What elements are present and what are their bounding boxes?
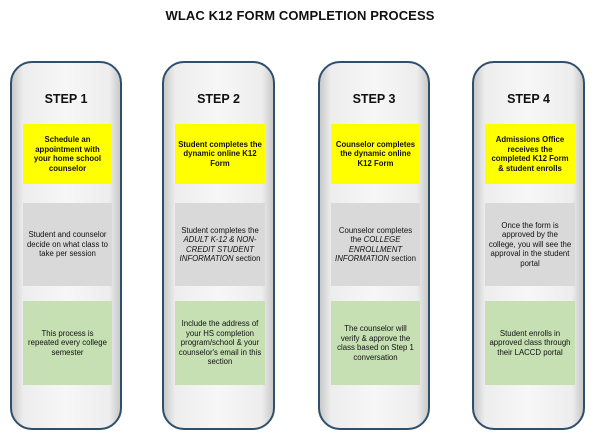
- step-1-action-text: Schedule an appointment with your home s…: [33, 135, 102, 173]
- diagram-title: WLAC K12 FORM COMPLETION PROCESS: [165, 8, 435, 23]
- step-1-column: STEP 1 Schedule an appointment with your…: [10, 61, 122, 430]
- step-3-detail-section-name: COLLEGE ENROLLMENT INFORMATION: [335, 235, 403, 263]
- step-2-detail-line1: Student completes the: [181, 225, 259, 235]
- step-2-heading: STEP 2: [197, 92, 240, 106]
- step-3-note-box: The counselor will verify & approve the …: [331, 301, 420, 385]
- step-1-detail-box: Student and counselor decide on what cla…: [23, 203, 112, 286]
- step-4-note-text: Student enrolls in approved class throug…: [489, 328, 571, 357]
- step-2-detail-line3: section: [235, 254, 261, 263]
- step-2-detail-box: Student completes the ADULT K-12 & NON-C…: [175, 203, 265, 286]
- step-2-detail-text: Student completes the ADULT K-12 & NON-C…: [178, 226, 262, 264]
- step-1-action-box: Schedule an appointment with your home s…: [23, 124, 112, 184]
- step-4-detail-box: Once the form is approved by the college…: [485, 203, 575, 286]
- step-4-action-box: Admissions Office receives the completed…: [485, 124, 575, 184]
- step-2-note-text: Include the address of your HS completio…: [178, 319, 262, 367]
- step-2-column: STEP 2 Student completes the dynamic onl…: [162, 61, 275, 430]
- step-3-detail-text: Counselor completes the COLLEGE ENROLLME…: [334, 226, 417, 264]
- step-1-detail-text: Student and counselor decide on what cla…: [26, 230, 109, 259]
- step-3-action-text: Counselor completes the dynamic online K…: [335, 139, 416, 168]
- step-3-detail-box: Counselor completes the COLLEGE ENROLLME…: [331, 203, 420, 286]
- step-3-note-text: The counselor will verify & approve the …: [337, 324, 414, 362]
- step-2-action-text: Student completes the dynamic online K12…: [178, 139, 262, 168]
- step-3-detail-line1: Counselor completes the: [338, 225, 413, 245]
- step-1-heading: STEP 1: [44, 92, 88, 106]
- step-4-detail-text: Once the form is approved by the college…: [488, 220, 572, 268]
- step-2-note-box: Include the address of your HS completio…: [175, 301, 265, 385]
- step-4-column: STEP 4 Admissions Office receives the co…: [472, 61, 585, 430]
- step-4-action-text: Admissions Office receives the completed…: [491, 135, 569, 173]
- step-3-column: STEP 3 Counselor completes the dynamic o…: [318, 61, 430, 430]
- step-4-heading: STEP 4: [507, 92, 550, 106]
- step-3-detail-line3: section: [391, 254, 416, 263]
- step-2-action-box: Student completes the dynamic online K12…: [175, 124, 265, 184]
- step-1-note-box: This process is repeated every college s…: [23, 301, 112, 385]
- step-3-action-box: Counselor completes the dynamic online K…: [331, 124, 420, 184]
- step-1-note-text: This process is repeated every college s…: [28, 328, 107, 357]
- step-4-note-box: Student enrolls in approved class throug…: [485, 301, 575, 385]
- step-2-detail-section-name: ADULT K-12 & NON-CREDIT STUDENT INFORMAT…: [179, 235, 257, 263]
- step-3-heading: STEP 3: [352, 92, 396, 106]
